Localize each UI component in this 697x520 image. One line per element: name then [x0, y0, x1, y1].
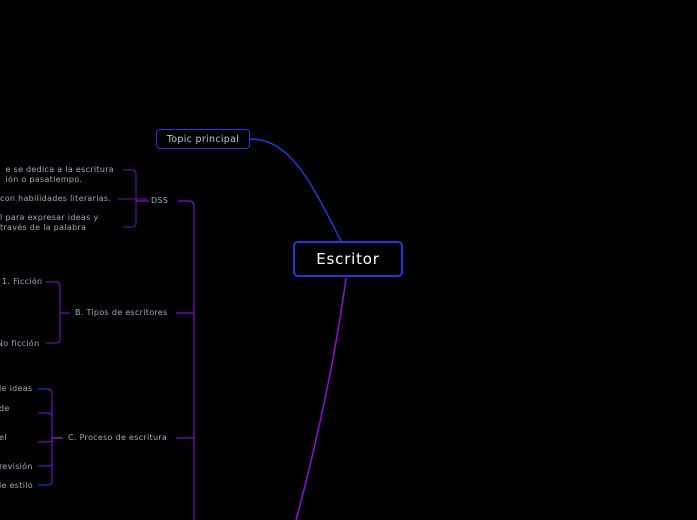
dss-child-2-line1: con habilidades literarias. — [0, 194, 112, 203]
dss-child-1[interactable]: e se dedica a la escritura ión o pasatie… — [5, 165, 114, 184]
dss-child-3[interactable]: l para expresar ideas y través de la pal… — [0, 213, 98, 232]
tipos-child-ficcion[interactable]: 1. Ficción — [2, 277, 42, 286]
branch-dss-label: DSS — [151, 196, 169, 205]
proceso-child-2-label: de — [0, 404, 10, 413]
branch-proceso-de-escritura[interactable]: C. Proceso de escritura — [68, 433, 167, 442]
dss-child-3-line1: l para expresar ideas y — [0, 213, 99, 222]
topic-principal-label: Topic principal — [166, 133, 240, 145]
proceso-child-3-label: el — [0, 433, 7, 442]
branch-dss[interactable]: DSS — [151, 196, 168, 205]
tipos-child-no-ficcion-label: No ficción — [0, 339, 40, 348]
central-topic-label: Escritor — [316, 250, 380, 268]
proceso-child-4[interactable]: revisión — [0, 462, 33, 471]
branch-proceso-label: C. Proceso de escritura — [68, 433, 168, 442]
branch-tipos-de-escritores[interactable]: B. Tipos de escritores — [75, 308, 168, 317]
proceso-child-4-label: revisión — [0, 462, 33, 471]
proceso-child-1[interactable]: le ideas — [0, 384, 32, 393]
proceso-child-5-label: le estilo — [0, 481, 33, 490]
dss-child-2[interactable]: con habilidades literarias. — [0, 194, 111, 204]
tipos-child-ficcion-label: 1. Ficción — [2, 277, 43, 286]
topic-principal-node[interactable]: Topic principal — [156, 129, 250, 149]
dss-child-1-line1: e se dedica a la escritura — [5, 165, 114, 174]
proceso-child-3[interactable]: el — [0, 433, 7, 442]
proceso-child-1-label: le ideas — [0, 384, 33, 393]
branch-tipos-label: B. Tipos de escritores — [75, 308, 168, 317]
proceso-child-5[interactable]: le estilo — [0, 481, 33, 490]
central-topic-escritor[interactable]: Escritor — [293, 241, 403, 277]
dss-child-1-line2: ión o pasatiempo. — [5, 174, 83, 184]
tipos-child-no-ficcion[interactable]: No ficción — [0, 339, 39, 348]
dss-child-3-line2: través de la palabra — [0, 222, 87, 232]
proceso-child-2[interactable]: de — [0, 404, 10, 413]
